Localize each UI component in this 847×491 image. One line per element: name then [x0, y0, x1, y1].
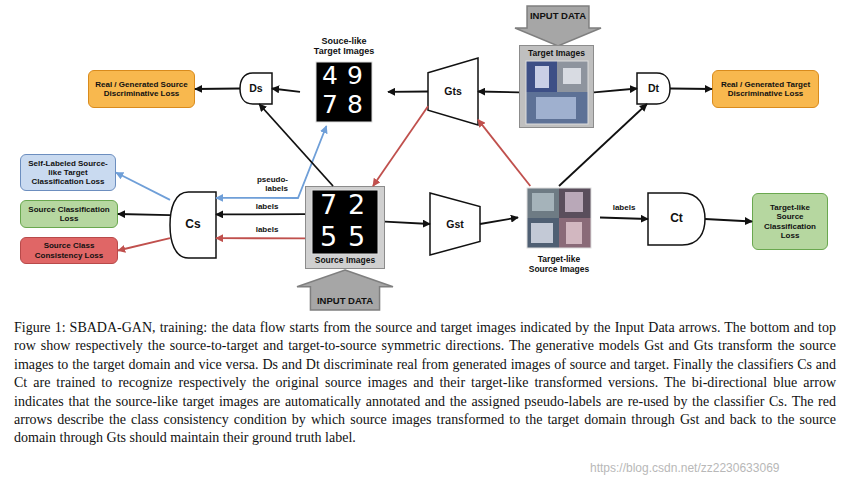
flow-arrow [388, 91, 428, 93]
flow-arrow [594, 89, 637, 93]
node-text: Ds [249, 82, 262, 94]
mnist-image [316, 62, 372, 122]
node-text: Source Images [315, 256, 375, 266]
flow-arrow [118, 214, 170, 215]
figure-caption: Figure 1: SBADA-GAN, training: the data … [14, 319, 836, 448]
flow-arrow [478, 91, 519, 94]
flow-arrow [259, 104, 333, 186]
node-text: Target-like Source Images [524, 255, 594, 275]
node-text: INPUT DATA [530, 11, 586, 22]
loss-box: Real / Generated Target Discriminative L… [712, 70, 819, 108]
mnist-image [312, 190, 378, 254]
edge-label: pseudo-labels [244, 176, 288, 194]
image-panel: Souce-like Target Images [300, 36, 388, 126]
flow-arrow [480, 218, 518, 225]
flow-arrow [478, 120, 530, 186]
loss-box: Source Class Consistency Loss [20, 237, 118, 264]
flow-arrow [195, 88, 240, 90]
edge-label: labels [246, 226, 288, 235]
loss-box: Self-Labeled Source-like Target Classifi… [20, 154, 116, 191]
node-outline-path [240, 73, 272, 104]
node-outline-path [170, 192, 216, 258]
flow-arrow [118, 238, 170, 250]
node-text: Source Classification Loss [23, 205, 115, 223]
node-outline-path [637, 73, 670, 104]
loss-box: Source Classification Loss [20, 200, 118, 228]
flow-arrow [705, 219, 752, 222]
svhn-like-image [527, 188, 591, 248]
discriminator-shape: Ds [240, 73, 272, 104]
classifier-shape: Ct [648, 193, 705, 245]
classifier-shape: Cs [170, 192, 216, 258]
node-text: Dt [648, 82, 659, 94]
node-text: Self-Labeled Source-like Target Classifi… [22, 159, 114, 187]
node-text: Gst [446, 218, 464, 230]
digit-glyph: 8 [347, 92, 363, 117]
image-panel: Source Images [305, 186, 385, 269]
edge-label: labels [601, 204, 647, 213]
flow-arrow [559, 104, 647, 186]
node-outline-path [297, 270, 393, 310]
loss-box: Target-like Source Classification Loss [752, 193, 828, 250]
node-text: INPUT DATA [317, 296, 373, 307]
flow-arrow [216, 213, 305, 215]
node-text: Cs [185, 218, 200, 232]
flow-arrow [670, 88, 712, 90]
flow-arrow [216, 126, 326, 198]
flow-arrow [272, 89, 300, 92]
node-text: Source Class Consistency Loss [23, 241, 115, 259]
node-text: Gts [444, 85, 462, 97]
node-text: Target Images [528, 49, 585, 59]
edge-label: labels [246, 203, 288, 212]
flow-arrow [600, 218, 648, 220]
node-outline-path [428, 58, 478, 125]
flow-arrow [373, 106, 428, 186]
loss-box: Real / Generated Source Discriminative L… [88, 70, 195, 108]
node-outline-path [430, 193, 480, 255]
node-outline-path [515, 6, 601, 46]
image-panel: Target Images [519, 45, 594, 128]
watermark: https://blog.csdn.net/zz2230633069 [590, 462, 779, 474]
node-text: Target-like Source Classification Loss [758, 203, 822, 240]
digit-glyph: 7 [322, 92, 338, 117]
discriminator-shape: Dt [637, 73, 670, 104]
input-arrow: INPUT DATA [297, 270, 393, 310]
generator-shape: Gst [430, 193, 480, 255]
flow-arrow [216, 237, 305, 239]
svhn-image [526, 61, 588, 124]
node-text: Souce-like Target Images [311, 36, 377, 57]
node-text: Real / Generated Target Discriminative L… [716, 80, 816, 98]
flow-arrow [116, 173, 170, 200]
node-outline-path [648, 193, 705, 245]
flow-arrow [385, 222, 430, 224]
digit-glyph: 9 [347, 63, 363, 88]
digit-glyph: 4 [322, 63, 338, 88]
node-text: Real / Generated Source Discriminative L… [92, 80, 192, 98]
input-arrow: INPUT DATA [515, 6, 601, 46]
image-panel: Target-like Source Images [518, 186, 600, 276]
generator-shape: Gts [428, 58, 478, 125]
node-text: Ct [670, 212, 683, 226]
